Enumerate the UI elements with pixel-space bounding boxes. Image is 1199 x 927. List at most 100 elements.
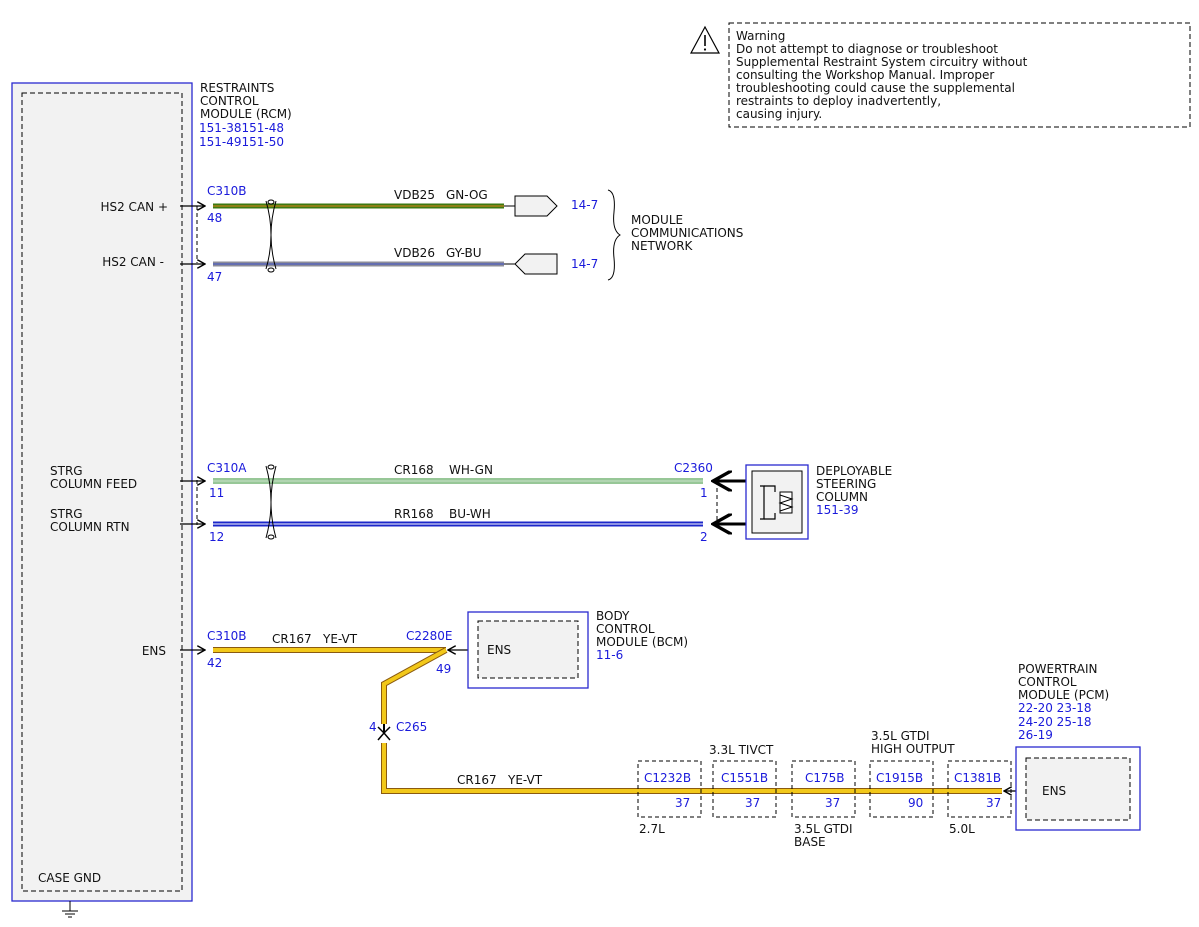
warning-line-2: Do not attempt to diagnose or troublesho… (736, 42, 998, 56)
cr168-color: WH-GN (449, 463, 493, 477)
inline-connector-c1232b[interactable]: C1232B 37 2.7L (637, 760, 702, 836)
pin-47: 47 (207, 270, 222, 284)
connector-c310a[interactable]: C310A (207, 461, 247, 475)
pcm-ref-1[interactable]: 22-20 23-18 (1018, 701, 1092, 715)
warning-line-6: restraints to deploy inadvertently, (736, 94, 941, 108)
rcm-pin-ens: ENS (142, 644, 166, 658)
wire-cr167-splice[interactable] (381, 647, 448, 724)
rcm-pin-strg-feed-1: STRG (50, 464, 83, 478)
wire-vdb26[interactable]: VDB26 GY-BU (180, 246, 515, 264)
pin-48: 48 (207, 211, 222, 225)
warning-line-7: causing injury. (736, 107, 822, 121)
network-ref-bottom[interactable]: 14-7 (571, 257, 598, 271)
wire-vdb25[interactable]: VDB25 GN-OG (180, 188, 515, 206)
network-name-3: NETWORK (631, 239, 694, 253)
connector-c2360[interactable]: C2360 (674, 461, 713, 475)
c1381b-variant: 5.0L (949, 822, 975, 836)
warning-box: Warning Do not attempt to diagnose or tr… (689, 22, 1191, 128)
warning-line-5: troubleshooting could cause the suppleme… (736, 81, 1015, 95)
c1232b-pin: 37 (675, 796, 690, 810)
cr167-top-circuit: CR167 (272, 632, 312, 646)
c2360-pin-1: 1 (700, 486, 708, 500)
cr168-circuit: CR168 (394, 463, 434, 477)
bcm-ens-label: ENS (487, 643, 511, 657)
twisted-pair-steering (265, 464, 277, 540)
pcm-name-3: MODULE (PCM) (1018, 688, 1109, 702)
steering-name-1: DEPLOYABLE (816, 464, 892, 478)
inline-connector-c1381b[interactable]: C1381B 37 5.0L (947, 760, 1012, 836)
warning-line-4: consulting the Workshop Manual. Improper (736, 68, 994, 82)
rcm-ref-2[interactable]: 151-49151-50 (199, 135, 284, 149)
rcm-module[interactable]: RESTRAINTS CONTROL MODULE (RCM) 151-3815… (11, 81, 292, 918)
steering-ref[interactable]: 151-39 (816, 503, 859, 517)
ground-icon (62, 901, 78, 918)
network-terminal-top[interactable] (514, 195, 558, 217)
steering-name-3: COLUMN (816, 490, 868, 504)
steering-name-2: STEERING (816, 477, 876, 491)
steering-column-module[interactable] (745, 464, 809, 540)
c175b-pin: 37 (825, 796, 840, 810)
c1551b-name: C1551B (721, 771, 768, 785)
cr167-bottom-circuit: CR167 (457, 773, 497, 787)
pin-11: 11 (209, 486, 224, 500)
network-ref-top[interactable]: 14-7 (571, 198, 598, 212)
pcm-name-2: CONTROL (1018, 675, 1077, 689)
twisted-pair-can (265, 199, 277, 273)
connector-c2280e[interactable]: C2280E (406, 629, 453, 643)
vdb25-color: GN-OG (446, 188, 488, 202)
inline-connector-c1551b[interactable]: C1551B 37 3.3L TIVCT (709, 743, 777, 818)
rcm-name-line-3: MODULE (RCM) (200, 107, 292, 121)
c175b-name: C175B (805, 771, 845, 785)
wire-cr167-top[interactable]: CR167 YE-VT (180, 632, 446, 650)
rcm-pin-hs2-can-plus: HS2 CAN + (100, 200, 168, 214)
c265-pin-4: 4 (369, 720, 377, 734)
c175b-variant-1: 3.5L GTDI (794, 822, 853, 836)
rcm-ref-1[interactable]: 151-38151-48 (199, 121, 284, 135)
c1551b-pin: 37 (745, 796, 760, 810)
pcm-ref-3[interactable]: 26-19 (1018, 728, 1053, 742)
rcm-pin-strg-rtn-1: STRG (50, 507, 83, 521)
rcm-pin-strg-rtn-2: COLUMN RTN (50, 520, 130, 534)
wire-rr168[interactable]: RR168 BU-WH (180, 507, 703, 524)
connector-c265-symbol (377, 724, 391, 741)
network-name-1: MODULE (631, 213, 683, 227)
vdb26-circuit: VDB26 (394, 246, 435, 260)
inline-connector-c1915b[interactable]: C1915B 90 3.5L GTDI HIGH OUTPUT (869, 729, 955, 818)
pcm-name-1: POWERTRAIN (1018, 662, 1098, 676)
pin-42: 42 (207, 656, 222, 670)
c2280e-pin-49: 49 (436, 662, 451, 676)
inline-connector-c175b[interactable]: C175B 37 3.5L GTDI BASE (791, 760, 856, 849)
vdb26-color: GY-BU (446, 246, 482, 260)
bcm-name-1: BODY (596, 609, 630, 623)
rr168-color: BU-WH (449, 507, 491, 521)
vdb25-circuit: VDB25 (394, 188, 435, 202)
wire-cr167-bottom[interactable]: CR167 YE-VT (381, 743, 1002, 794)
pcm-ref-2[interactable]: 24-20 25-18 (1018, 715, 1092, 729)
c1232b-name: C1232B (644, 771, 691, 785)
connector-c310b-ens[interactable]: C310B (207, 629, 247, 643)
connector-c265[interactable]: C265 (396, 720, 427, 734)
c1381b-pin: 37 (986, 796, 1001, 810)
network-brace (607, 189, 621, 281)
rcm-pin-case-gnd: CASE GND (38, 871, 101, 885)
rr168-circuit: RR168 (394, 507, 434, 521)
cr167-top-color: YE-VT (322, 632, 358, 646)
c1915b-variant-1: 3.5L GTDI (871, 729, 930, 743)
warning-line-1: Warning (736, 29, 785, 43)
bcm-module[interactable]: ENS (467, 611, 589, 689)
rcm-pin-strg-feed-2: COLUMN FEED (50, 477, 137, 491)
connector-c310b-can[interactable]: C310B (207, 184, 247, 198)
bcm-ref[interactable]: 11-6 (596, 648, 623, 662)
bcm-name-2: CONTROL (596, 622, 655, 636)
bcm-name-3: MODULE (BCM) (596, 635, 688, 649)
pcm-module[interactable]: ENS (1015, 746, 1141, 831)
cr167-bottom-color: YE-VT (507, 773, 543, 787)
wire-cr168[interactable]: CR168 WH-GN (180, 463, 703, 481)
network-terminal-bottom[interactable] (514, 253, 558, 275)
pcm-ens-label: ENS (1042, 784, 1066, 798)
rcm-pin-hs2-can-minus: HS2 CAN - (102, 255, 164, 269)
c1915b-pin: 90 (908, 796, 923, 810)
warning-line-3: Supplemental Restraint System circuitry … (736, 55, 1028, 69)
network-name-2: COMMUNICATIONS (631, 226, 743, 240)
